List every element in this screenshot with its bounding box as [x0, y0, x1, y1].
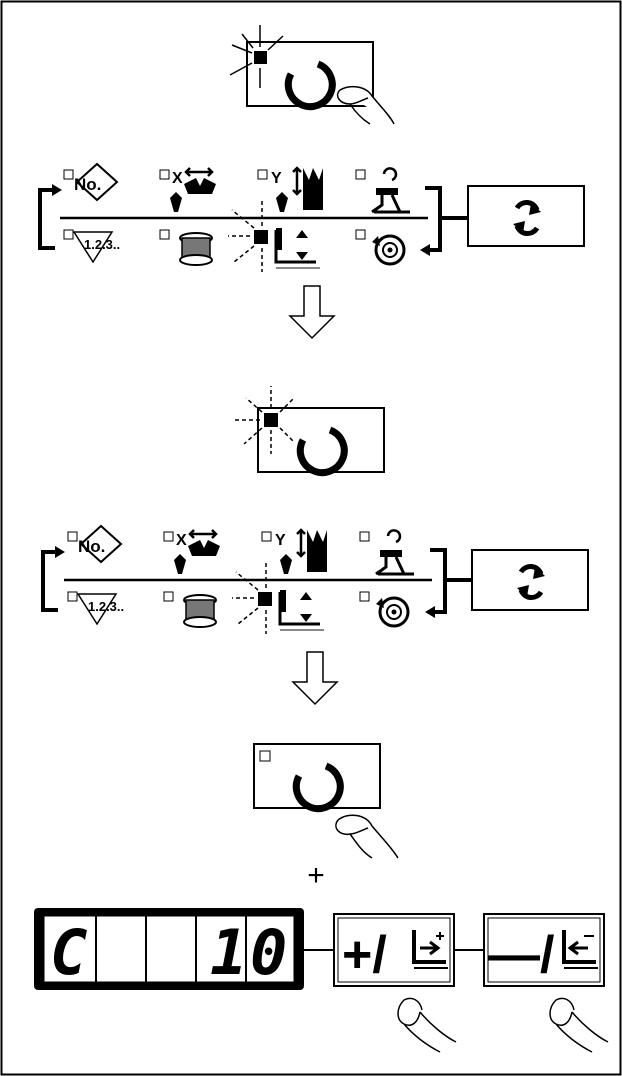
- presser-icon: [274, 228, 320, 269]
- led-icon: [163, 531, 174, 542]
- pattern-number-label: No.: [78, 537, 105, 556]
- led-icon: [63, 169, 74, 180]
- reset-key-2[interactable]: [471, 549, 589, 611]
- finger-icon: [549, 997, 609, 1053]
- led-icon: [259, 750, 271, 762]
- finger-icon: [336, 85, 395, 125]
- move-backward-icon: [562, 930, 598, 969]
- y-axis-label: Y: [275, 532, 286, 549]
- led-icon: [355, 169, 366, 180]
- plus-key[interactable]: +/: [333, 913, 455, 987]
- finger-icon: [335, 814, 399, 859]
- ready-key-2[interactable]: [234, 386, 385, 477]
- presser-icon: [278, 590, 324, 631]
- arrow-left-icon: [420, 244, 430, 256]
- x-axis-label: X: [172, 170, 183, 187]
- led-icon: [359, 591, 370, 602]
- led-icon: [254, 51, 267, 64]
- arrow-left-icon: [425, 606, 435, 618]
- ready-key-1[interactable]: [229, 25, 395, 125]
- minus-key-label: —/: [488, 926, 554, 984]
- y-scale-icon: Y: [275, 528, 327, 574]
- led-blink-rays: [228, 200, 263, 272]
- move-forward-icon: [412, 930, 448, 969]
- plus-sign: +: [307, 859, 325, 892]
- ready-key-icon: [284, 60, 336, 111]
- led-icon: [159, 169, 170, 180]
- bobbin-winder-icon: [183, 594, 217, 628]
- reset-key-icon: [517, 564, 545, 600]
- loop-bracket-right: [430, 548, 447, 614]
- loop-bracket-left: [41, 550, 58, 612]
- operation-panel-2: No. 1.2.3.. X Y: [41, 524, 472, 634]
- counter-icon: 1.2.3..: [76, 593, 124, 626]
- led-icon: [67, 591, 78, 602]
- led-icon: [257, 169, 268, 180]
- arrow-right-icon: [52, 184, 62, 196]
- display-digit-5: 0: [250, 916, 287, 989]
- counter-label: 1.2.3..: [84, 237, 120, 252]
- minus-key[interactable]: —/: [483, 913, 605, 987]
- counter-label: 1.2.3..: [88, 599, 124, 614]
- led-icon: [63, 229, 74, 240]
- plus-key-label: +/: [342, 926, 387, 984]
- seven-segment-display: C 1 0: [34, 908, 304, 990]
- led-icon: [355, 229, 366, 240]
- arrow-down-icon: [291, 651, 339, 706]
- pattern-number-icon: No.: [78, 524, 123, 564]
- arrow-down-icon: [288, 285, 336, 340]
- pattern-number-icon: No.: [74, 162, 119, 202]
- led-blink-rays: [232, 562, 267, 634]
- winder-icon: [376, 596, 410, 628]
- led-blink-rays: [229, 25, 284, 88]
- x-axis-label: X: [176, 532, 187, 549]
- winder-icon: [372, 234, 406, 266]
- led-blink-rays: [234, 386, 295, 454]
- pattern-number-label: No.: [74, 175, 101, 194]
- led-icon: [67, 531, 78, 542]
- led-icon: [264, 413, 278, 427]
- finger-icon: [397, 997, 457, 1053]
- display-digit-1: C: [50, 916, 87, 989]
- x-scale-icon: X: [174, 529, 220, 574]
- led-icon: [163, 591, 174, 602]
- display-digit-4: 1: [210, 916, 247, 989]
- ready-key-3[interactable]: [253, 743, 399, 859]
- stitch-icon: [371, 167, 410, 214]
- led-icon: [254, 230, 268, 244]
- arrow-right-icon: [55, 546, 65, 558]
- reset-key-icon: [513, 200, 541, 236]
- x-scale-icon: X: [170, 167, 216, 212]
- stitch-icon: [375, 529, 414, 576]
- bobbin-winder-icon: [179, 232, 213, 266]
- led-icon: [258, 592, 272, 606]
- y-axis-label: Y: [271, 170, 282, 187]
- reset-key-1[interactable]: [467, 185, 585, 247]
- counter-icon: 1.2.3..: [72, 231, 120, 264]
- ready-key-icon: [292, 762, 344, 813]
- led-icon: [261, 531, 272, 542]
- operation-panel-1: No. 1.2.3.. X Y: [38, 162, 468, 272]
- led-icon: [159, 229, 170, 240]
- y-scale-icon: Y: [271, 166, 323, 212]
- ready-key-icon: [296, 426, 348, 477]
- led-icon: [359, 531, 370, 542]
- loop-bracket-left: [38, 188, 55, 250]
